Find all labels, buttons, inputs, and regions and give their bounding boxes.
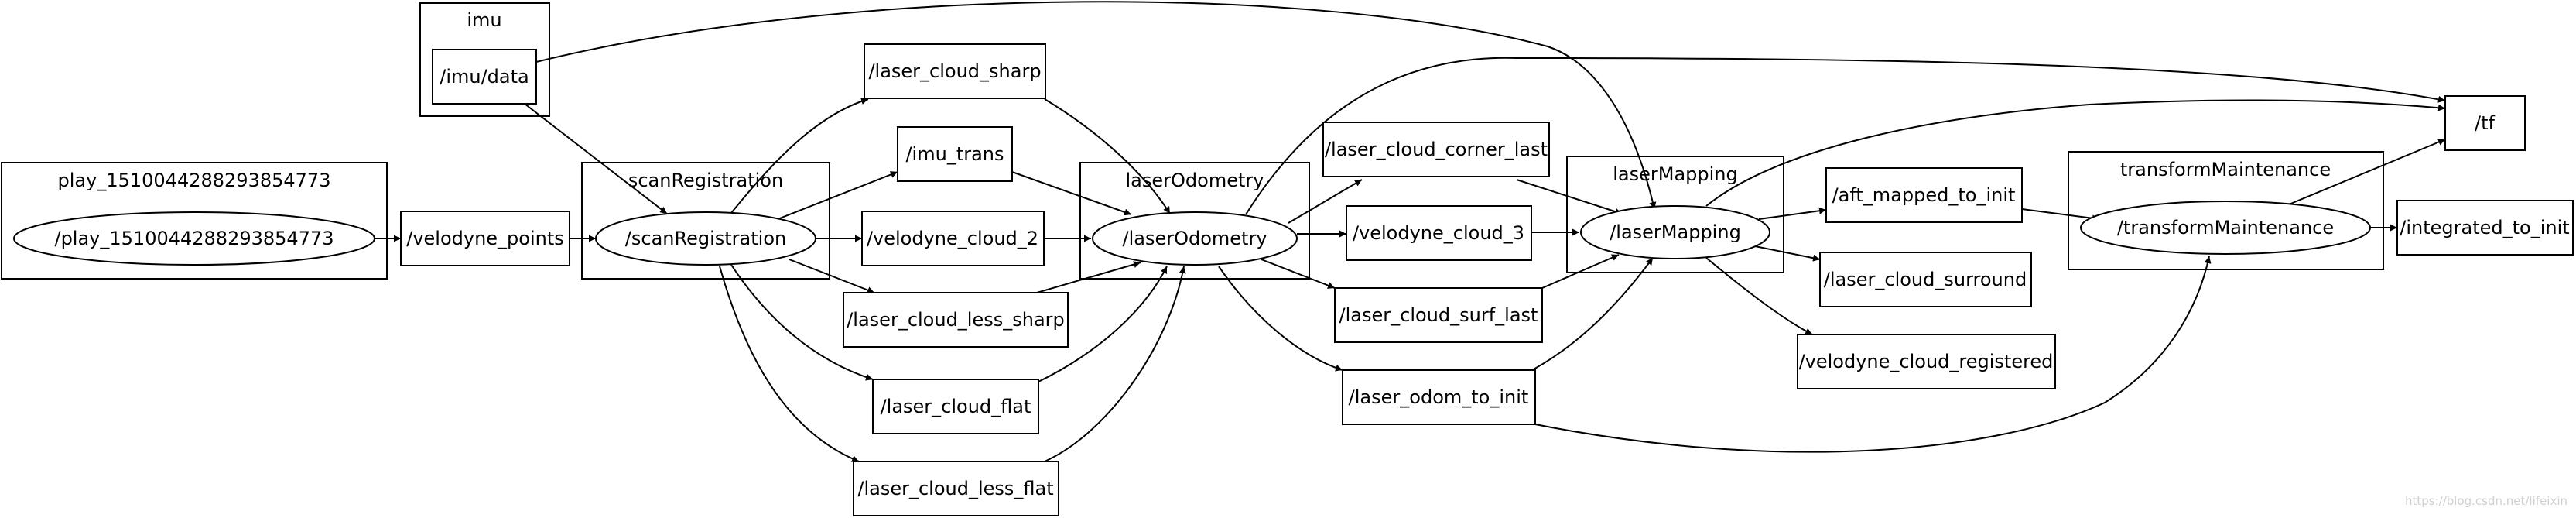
topic-laser-cloud-less-sharp[interactable]: /laser_cloud_less_sharp: [843, 292, 1069, 348]
edge-imu-data-to-lasermapping: [535, 1, 1657, 210]
topic-velodyne-points[interactable]: /velodyne_points: [400, 211, 570, 266]
cluster-label-imu: imu: [467, 9, 501, 31]
topic-laser-odom-to-init[interactable]: /laser_odom_to_init: [1342, 369, 1536, 425]
topic-laser-cloud-sharp[interactable]: /laser_cloud_sharp: [864, 43, 1046, 99]
edge-laser-cloud-sharp-to-laserodometry: [1044, 98, 1171, 214]
topic-label-laser-cloud-less-flat: /laser_cloud_less_flat: [857, 478, 1053, 499]
edge-aft-mapped-to-init-to-transformmaintenance: [2021, 208, 2100, 222]
topic-label-velodyne-cloud-3: /velodyne_cloud_3: [1353, 222, 1524, 244]
topic-aft-mapped-to-init[interactable]: /aft_mapped_to_init: [1825, 167, 2023, 223]
cluster-label-laserodometry: laserOdometry: [1126, 170, 1264, 191]
edge-lasermapping-to-tf: [1705, 99, 2446, 207]
topic-label-laser-cloud-less-sharp: /laser_cloud_less_sharp: [847, 309, 1065, 331]
edge-laserodometry-to-laser-cloud-surf-last: [1261, 259, 1336, 289]
topic-label-aft-mapped-to-init: /aft_mapped_to_init: [1832, 184, 2016, 206]
topic-velodyne-cloud-2[interactable]: /velodyne_cloud_2: [861, 211, 1045, 266]
edge-laserodometry-to-laser-odom-to-init: [1218, 266, 1343, 372]
node-transformmaintenance[interactable]: /transformMaintenance: [2080, 201, 2371, 255]
edge-laser-odom-to-init-to-lasermapping: [1531, 257, 1654, 371]
topic-tf[interactable]: /tf: [2444, 95, 2526, 151]
topic-label-velodyne-cloud-2: /velodyne_cloud_2: [867, 228, 1038, 249]
edge-laser-cloud-less-flat-to-laserodometry: [1044, 266, 1186, 462]
topic-laser-cloud-flat[interactable]: /laser_cloud_flat: [872, 379, 1039, 434]
topic-laser-cloud-surround[interactable]: /laser_cloud_surround: [1819, 252, 2032, 307]
topic-label-laser-cloud-corner-last: /laser_cloud_corner_last: [1325, 139, 1548, 160]
topic-velodyne-cloud-3[interactable]: /velodyne_cloud_3: [1346, 205, 1532, 261]
topic-label-velodyne-points: /velodyne_points: [406, 228, 564, 249]
edge-scanregistration-to-laser-cloud-flat: [730, 264, 874, 381]
edge-laserodometry-to-laser-cloud-corner-last: [1288, 179, 1363, 224]
topic-laser-cloud-corner-last[interactable]: /laser_cloud_corner_last: [1322, 122, 1550, 177]
cluster-play: play_1510044288293854773: [1, 162, 388, 280]
node-lasermapping[interactable]: /laserMapping: [1580, 205, 1770, 259]
edge-laser-cloud-corner-last-to-lasermapping: [1516, 179, 1623, 215]
topic-imu-trans[interactable]: /imu_trans: [897, 126, 1013, 182]
edge-scanregistration-to-laser-cloud-less-flat: [719, 266, 860, 462]
edge-imu-data-to-scanregistration: [524, 103, 668, 214]
topic-label-laser-cloud-surround: /laser_cloud_surround: [1824, 269, 2027, 290]
cluster-lasermapping: laserMapping: [1566, 156, 1784, 273]
edge-lasermapping-to-laser-cloud-surround: [1754, 245, 1821, 262]
cluster-laserodometry: laserOdometry: [1079, 162, 1310, 280]
cluster-scanregistration: scanRegistration: [581, 162, 830, 280]
cluster-transformmaintenance: transformMaintenance: [2068, 151, 2384, 270]
cluster-label-transformmaintenance: transformMaintenance: [2120, 159, 2331, 180]
cluster-label-lasermapping: laserMapping: [1613, 163, 1738, 185]
topic-label-laser-cloud-flat: /laser_cloud_flat: [881, 396, 1031, 417]
edge-scanregistration-to-imu-trans: [773, 171, 898, 221]
cluster-imu: imu: [419, 2, 550, 117]
edge-imu-trans-to-laserodometry: [1011, 171, 1132, 216]
topic-velodyne-cloud-registered[interactable]: /velodyne_cloud_registered: [1797, 334, 2056, 389]
topic-label-integrated-to-init: /integrated_to_init: [2400, 217, 2569, 238]
topic-label-laser-cloud-sharp: /laser_cloud_sharp: [868, 60, 1041, 82]
topic-label-velodyne-cloud-registered: /velodyne_cloud_registered: [1799, 351, 2054, 372]
topic-laser-cloud-less-flat[interactable]: /laser_cloud_less_flat: [853, 461, 1059, 516]
edge-lasermapping-to-velodyne-cloud-registered: [1705, 257, 1813, 335]
edge-laser-cloud-surf-last-to-lasermapping: [1541, 254, 1620, 289]
topic-label-imu-trans: /imu_trans: [905, 143, 1004, 165]
watermark: https://blog.csdn.net/lifeixin: [2405, 494, 2567, 508]
edge-lasermapping-to-aft-mapped-to-init: [1758, 207, 1827, 220]
topic-integrated-to-init[interactable]: /integrated_to_init: [2396, 200, 2574, 256]
topic-laser-cloud-surf-last[interactable]: /laser_cloud_surf_last: [1334, 287, 1543, 343]
topic-label-laser-odom-to-init: /laser_odom_to_init: [1349, 386, 1529, 408]
cluster-label-scanregistration: scanRegistration: [628, 170, 783, 191]
node-label-play: /play_1510044288293854773: [54, 228, 334, 249]
node-label-laserodometry: /laserOdometry: [1122, 228, 1267, 249]
topic-label-imu-data: /imu/data: [440, 66, 529, 87]
edge-transformmaintenance-to-tf: [2288, 139, 2446, 205]
edge-laser-odom-to-init-to-transformmaintenance: [1534, 256, 2212, 453]
topic-imu-data[interactable]: /imu/data: [432, 49, 537, 105]
topic-label-tf: /tf: [2475, 112, 2495, 134]
edge-laser-cloud-less-sharp-to-laserodometry: [1036, 261, 1141, 293]
node-laserodometry[interactable]: /laserOdometry: [1092, 211, 1298, 266]
node-label-transformmaintenance: /transformMaintenance: [2117, 217, 2334, 238]
edges: [375, 1, 2446, 462]
edge-laser-cloud-flat-to-laserodometry: [1038, 266, 1168, 382]
cluster-label-play: play_1510044288293854773: [58, 170, 331, 191]
node-scanregistration[interactable]: /scanRegistration: [595, 211, 816, 266]
topic-label-laser-cloud-surf-last: /laser_cloud_surf_last: [1339, 304, 1538, 326]
node-play[interactable]: /play_1510044288293854773: [13, 211, 375, 266]
node-label-lasermapping: /laserMapping: [1610, 221, 1741, 243]
edge-scanregistration-to-laser-cloud-less-sharp: [789, 259, 875, 293]
edge-laserodometry-to-tf: [1245, 57, 2446, 215]
edge-scanregistration-to-laser-cloud-sharp: [730, 98, 869, 214]
node-label-scanregistration: /scanRegistration: [625, 228, 786, 249]
